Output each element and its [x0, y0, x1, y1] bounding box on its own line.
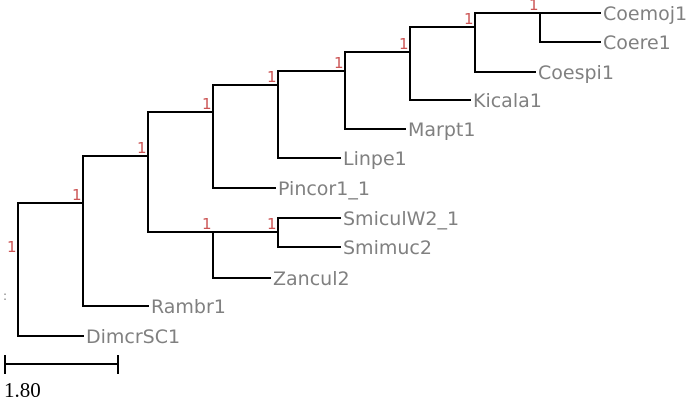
branch-Zancul2	[212, 231, 271, 279]
leaf-label: Coemoj1	[603, 3, 687, 25]
branch-SmiculW2_1	[277, 217, 341, 233]
branch-n9	[147, 155, 214, 233]
tree-branches	[17, 12, 601, 337]
support-value: 1	[72, 186, 82, 204]
support-value: 1	[202, 215, 212, 233]
support-value: 1	[267, 68, 277, 86]
support-value: 1	[202, 95, 212, 113]
leaf-label: SmiculW2_1	[343, 208, 459, 230]
branch-Coespi1	[474, 26, 536, 73]
branch-Coere1	[539, 12, 601, 43]
support-value: 1	[334, 54, 344, 72]
branch-n3	[147, 111, 214, 157]
support-value: 1	[464, 10, 474, 28]
branch-n2	[82, 155, 149, 204]
leaf-label: Pincor1_1	[278, 178, 370, 200]
scale-bar: 1.80	[4, 355, 119, 402]
leaf-label: Kicala1	[473, 90, 542, 112]
leaf-label: Coespi1	[538, 62, 614, 84]
root-dots: :	[3, 289, 7, 303]
support-value: 1	[137, 139, 147, 157]
leaf-label: Marpt1	[408, 119, 475, 141]
branch-n6	[344, 51, 411, 72]
support-value: 1	[529, 0, 539, 14]
leaf-label: Smimuc2	[343, 237, 432, 259]
branch-Linpe1	[277, 84, 341, 159]
branch-Pincor1_1	[212, 111, 276, 189]
branch-n5	[277, 70, 346, 86]
branch-Smimuc2	[277, 231, 341, 248]
branch-n4	[212, 84, 279, 113]
branch-n7	[409, 26, 476, 53]
leaf-label: DimcrSC1	[86, 326, 180, 348]
branch-Marpt1	[344, 70, 406, 130]
branch-n8	[474, 12, 541, 28]
branch-n1	[17, 202, 84, 256]
leaf-label: Rambr1	[151, 296, 226, 318]
tree-support-values: 1 1 1 1 1 1 1 1 1 1 1	[7, 0, 539, 256]
scale-bar-label: 1.80	[4, 378, 41, 402]
leaf-label: Linpe1	[343, 148, 407, 170]
branch-Kicala1	[409, 51, 471, 101]
leaf-label: Zancul2	[273, 268, 350, 290]
support-value: 1	[267, 215, 277, 233]
branch-Rambr1	[82, 202, 149, 307]
support-value: 1	[7, 238, 17, 256]
support-value: 1	[399, 35, 409, 53]
branch-DimcrSC1	[17, 254, 84, 337]
leaf-label: Coere1	[603, 32, 671, 54]
